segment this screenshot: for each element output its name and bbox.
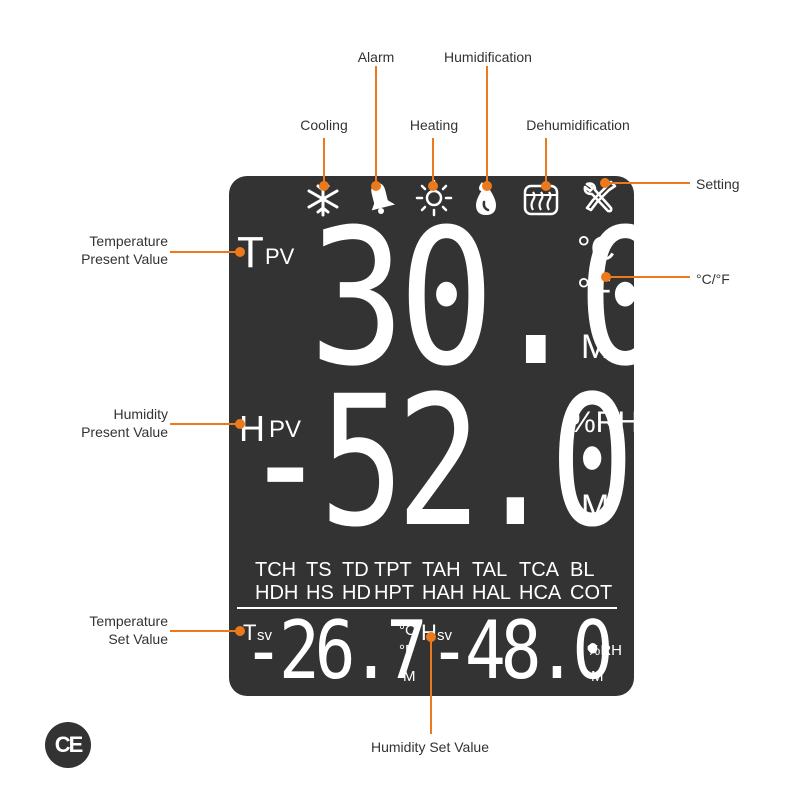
small-unit-m-1: M <box>403 668 416 685</box>
alarm-label: Alarm <box>357 49 395 65</box>
status-code: HAL <box>472 582 511 604</box>
t-sv-letter: T <box>243 620 257 645</box>
unit-m-1: M <box>581 328 610 366</box>
status-code: HD <box>342 582 371 604</box>
small-unit-m-2: M <box>591 668 604 685</box>
small-unit-c: °C <box>399 622 416 639</box>
humidity-sv-label: Humidity Set Value <box>370 739 489 755</box>
water-drop-icon <box>476 182 496 215</box>
status-code: TPT <box>374 559 412 581</box>
status-code: HPT <box>374 582 414 604</box>
unit-c: °C <box>577 230 616 268</box>
t-pv-value: 30.0 <box>309 189 673 408</box>
h-pv-letter: H <box>239 408 265 449</box>
h-pv-value: -52.0 <box>243 358 634 567</box>
status-code: HAH <box>422 582 465 604</box>
h-sv-sub: sv <box>437 627 452 644</box>
status-code: TCA <box>519 559 559 581</box>
dehumidifier-icon <box>523 184 559 216</box>
status-code: TCH <box>255 559 297 581</box>
h-pv-sub: PV <box>269 416 302 443</box>
humidification-label: Humidification <box>444 49 532 65</box>
callout-dots <box>235 178 611 642</box>
t-sv-sub: sv <box>257 627 272 644</box>
status-code: TAL <box>472 559 508 581</box>
setting-label: Setting <box>696 176 740 192</box>
lcd-display: T PV 30.0 °C °F M H PV -52.0 %RH M TCH TS… <box>229 176 673 697</box>
unit-rh: %RH <box>569 406 640 439</box>
status-code: BL <box>570 559 595 581</box>
status-code: HCA <box>519 582 562 604</box>
dehumidification-label: Dehumidification <box>526 117 630 133</box>
status-code: TAH <box>422 559 461 581</box>
status-code: TD <box>342 559 369 581</box>
status-code: COT <box>570 582 613 604</box>
humidity-pv-label: Humidity Present Value <box>81 406 168 440</box>
divider-line <box>237 607 617 609</box>
h-sv-value: -48.0 <box>429 604 613 697</box>
unit-m-2: M <box>581 488 610 526</box>
heating-label: Heating <box>409 117 459 133</box>
temp-pv-label: Temperature Present Value <box>81 233 168 267</box>
status-code: HS <box>306 582 334 604</box>
t-pv-sub: PV <box>265 244 295 269</box>
ce-mark: CE <box>45 722 91 768</box>
wrench-screwdriver-icon <box>583 180 617 213</box>
status-code: HDH <box>255 582 299 604</box>
status-code: TS <box>306 559 332 581</box>
t-sv-value: -26.7 <box>243 604 427 697</box>
cooling-label: Cooling <box>300 117 348 133</box>
small-unit-rh: %RH <box>587 642 623 659</box>
temp-sv-label: Temperature Set Value <box>89 613 168 647</box>
unit-label: °C/°F <box>696 271 730 287</box>
small-unit-f: °F <box>399 642 415 659</box>
